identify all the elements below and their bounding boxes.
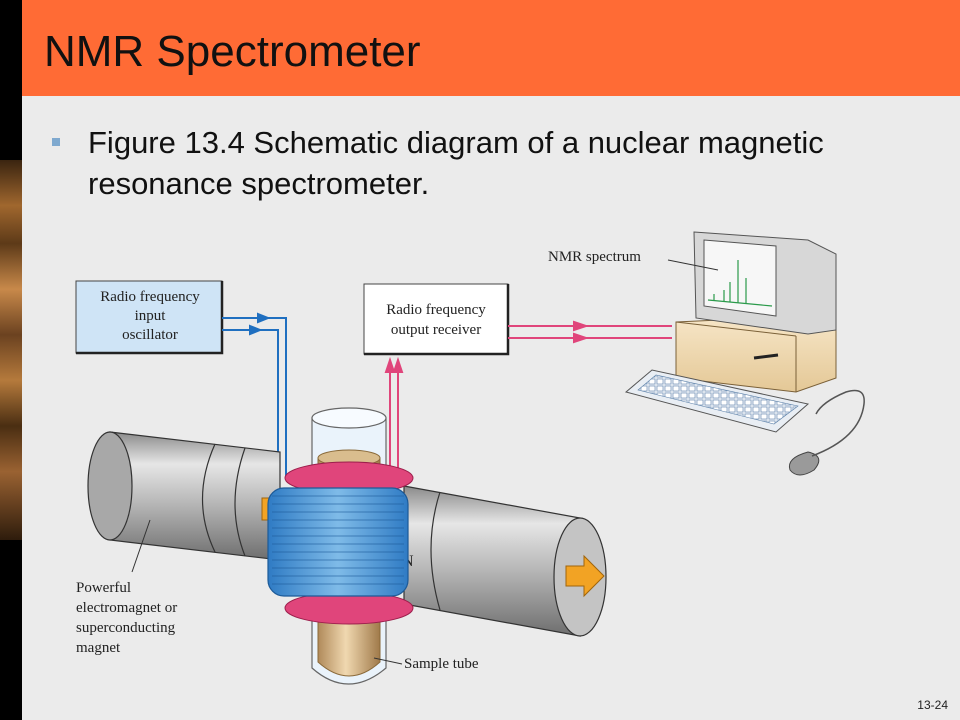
slide-title: NMR Spectrometer — [44, 27, 421, 76]
coil-icon — [267, 461, 414, 625]
sample-tube-label: Sample tube — [404, 656, 479, 672]
left-decorative-strip — [0, 0, 22, 720]
page-number: 13-24 — [917, 698, 948, 712]
magnet-icon — [87, 431, 281, 561]
rf-output-line-2: output receiver — [391, 322, 481, 338]
rf-input-line-3: oscillator — [122, 327, 178, 343]
magnet-label-line-4: magnet — [76, 640, 121, 656]
bullet-text: Figure 13.4 Schematic diagram of a nucle… — [88, 125, 824, 201]
rf-input-leads — [222, 312, 287, 480]
title-bar — [22, 0, 960, 96]
rf-output-leads — [384, 320, 672, 480]
magnet-label-line-1: Powerful — [76, 580, 131, 596]
magnet-label-line-2: electromagnet or — [76, 600, 177, 616]
rf-input-line-2: input — [135, 308, 167, 324]
sample-tube-leader-line — [373, 657, 403, 665]
bullet-marker — [52, 138, 60, 146]
mouse-icon — [788, 389, 865, 476]
magnet-icon-right: N — [402, 485, 607, 637]
rf-input-oscillator: Radio frequency input oscillator — [75, 280, 224, 355]
keyboard-icon — [624, 369, 810, 433]
decorative-texture — [0, 160, 22, 540]
magnet-leader-line — [131, 519, 151, 573]
rf-output-line-1: Radio frequency — [386, 302, 486, 318]
nmr-spectrum-label: NMR spectrum — [548, 249, 641, 265]
computer-icon: NMR spectrum — [548, 231, 837, 393]
magnet-label-line-3: superconducting — [76, 620, 176, 636]
rf-output-receiver: Radio frequency output receiver — [363, 283, 510, 356]
rf-input-line-1: Radio frequency — [100, 289, 200, 305]
nmr-diagram: Radio frequency input oscillator Radio f… — [75, 231, 865, 685]
